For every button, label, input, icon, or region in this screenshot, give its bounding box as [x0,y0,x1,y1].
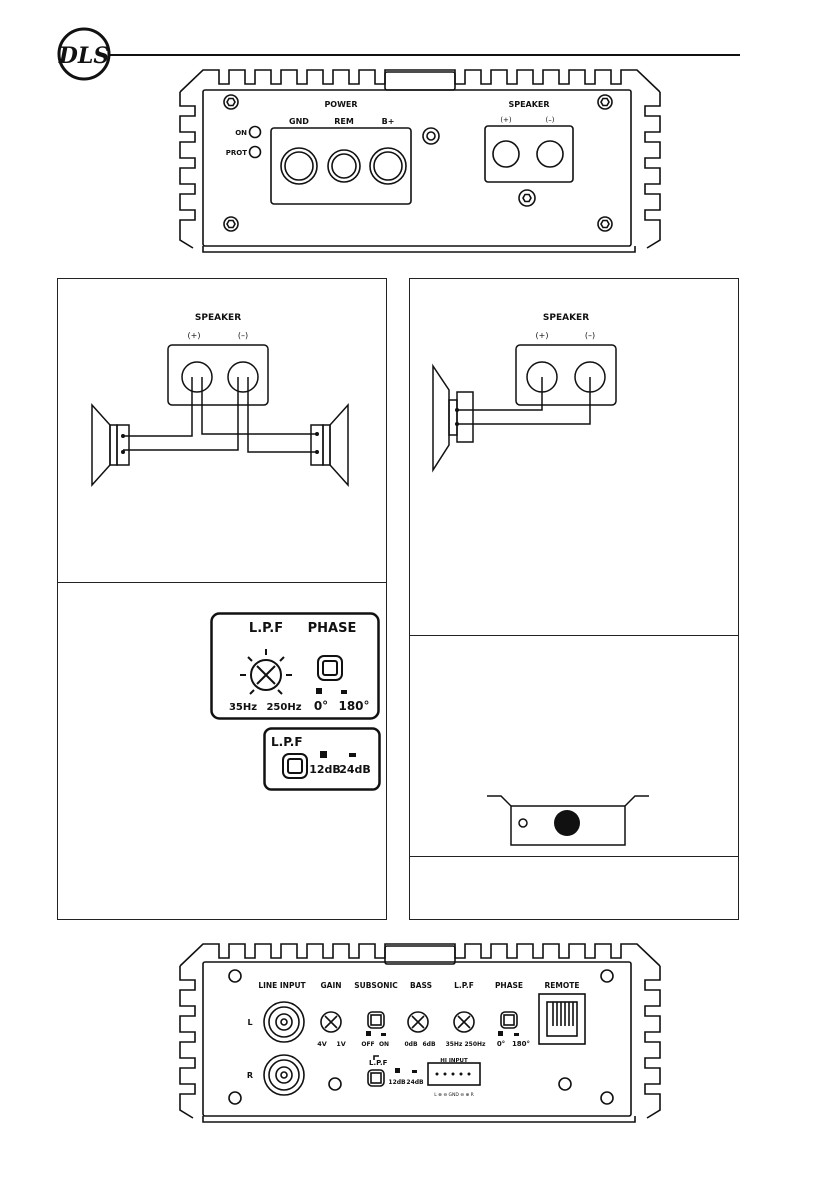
bass-label: BASS [410,981,432,990]
remote-label: REMOTE [545,981,580,990]
slope-lpf-label: L.P.F [271,735,303,749]
slope-12-bottom-label: 12dB [388,1079,406,1086]
right-diagram-speaker-label: SPEAKER [543,313,589,323]
plus-label: (+) [500,116,512,124]
remote-knob-outline [485,790,650,848]
lpf-slope-control-box: L.P.F 12dB 24dB [263,727,381,791]
header-rule [100,54,740,56]
speaker-label: SPEAKER [508,100,549,109]
lpf-max-label: 250Hz [266,702,301,713]
phase-bottom-label: PHASE [495,981,523,990]
phase-label: PHASE [308,621,357,636]
slope-12db-label: 12dB [309,763,341,776]
lpf-bottom-label: L.P.F [454,981,474,990]
power-label: POWER [324,100,357,109]
bass-max-label: 6dB [422,1041,435,1048]
hi-input-pins-label: L ⊕ ⊖ GND ⊖ ⊕ R [434,1092,474,1098]
gain-label: GAIN [320,981,341,990]
bplus-label: B+ [382,117,395,126]
prot-label: PROT [226,149,247,157]
wiring-diagram-two-speakers: SPEAKER (+) (–) [80,300,370,500]
gain-max-label: 1V [336,1040,346,1048]
r-channel-label: R [247,1071,253,1080]
gain-min-label: 4V [317,1040,327,1048]
bottom-amp-panel: LINE INPUT GAIN SUBSONIC BASS L.P.F PHAS… [175,938,665,1128]
left-diagram-speaker-label: SPEAKER [195,313,241,323]
phase-0-bottom-label: 0° [497,1040,505,1048]
logo-text: DLS [58,43,109,69]
minus-label: (–) [546,116,555,124]
lpf-min-bottom-label: 35Hz [446,1041,463,1048]
dls-logo: DLS [56,26,112,82]
rem-label: REM [334,117,354,126]
sub-on-label: ON [379,1041,389,1048]
l-channel-label: L [247,1018,252,1027]
slope-24-bottom-label: 24dB [406,1079,424,1086]
gnd-label: GND [289,117,309,126]
lpf-max-bottom-label: 250Hz [464,1041,486,1048]
slope-24db-label: 24dB [339,763,371,776]
subsonic-label: SUBSONIC [354,981,398,990]
line-input-label: LINE INPUT [258,981,306,990]
hi-input-label: HI INPUT [440,1058,468,1064]
lpf-phase-control-box: L.P.F PHASE 35Hz 250Hz 0° 180° [210,612,380,720]
lpf-label: L.P.F [249,621,283,636]
panel-blank [409,856,739,920]
on-label: ON [235,129,247,137]
phase-180-label: 180° [338,699,369,713]
top-amp-panel: POWER GND REM B+ SPEAKER (+) (–) ON PROT [175,62,665,257]
right-diagram-minus-label: (–) [585,331,595,340]
lpf2-label: L.P.F [369,1059,388,1067]
bass-min-label: 0dB [404,1041,417,1048]
phase-180-bottom-label: 180° [512,1040,530,1048]
right-diagram-plus-label: (+) [536,331,549,340]
lpf-min-label: 35Hz [229,702,257,713]
sub-off-label: OFF [361,1041,374,1048]
wiring-diagram-single-speaker: SPEAKER (+) (–) [425,300,715,480]
left-diagram-minus-label: (–) [238,331,248,340]
left-diagram-plus-label: (+) [188,331,201,340]
phase-0-label: 0° [314,699,328,713]
